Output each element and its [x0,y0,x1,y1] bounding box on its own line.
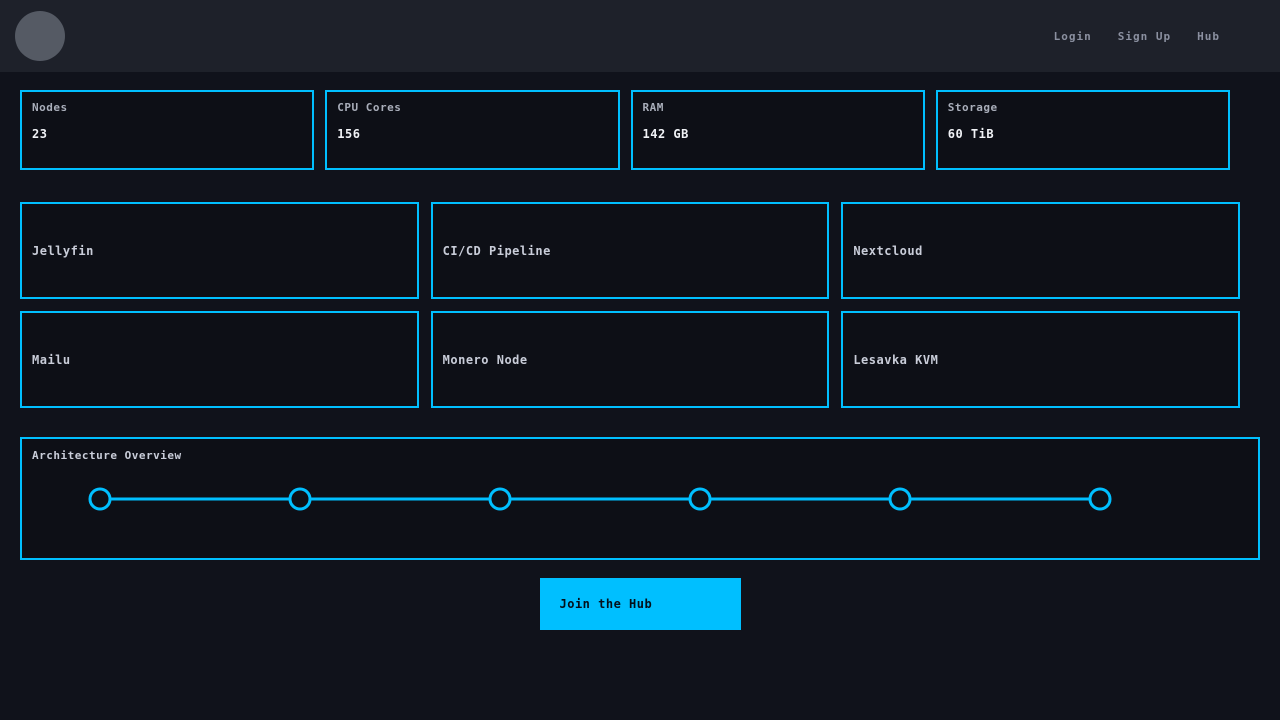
architecture-node-icon [688,487,712,511]
stat-card: Nodes 23 [20,90,315,170]
service-name: Mailu [32,352,71,367]
service-card[interactable]: Mailu [20,311,419,408]
service-name: Monero Node [442,352,528,367]
architecture-node-icon [1088,487,1112,511]
service-card[interactable]: CI/CD Pipeline [430,202,830,299]
nav-links: Login Sign Up Hub [1054,30,1220,43]
architecture-node-icon [488,487,512,511]
services-grid: Jellyfin CI/CD Pipeline Nextcloud Mailu … [20,202,1240,408]
architecture-node-icon [888,487,912,511]
cta-row: Join the Hub [0,560,1280,630]
service-name: Jellyfin [32,243,94,258]
architecture-overview-card: Architecture Overview [20,437,1260,560]
architecture-overview-title: Architecture Overview [32,449,182,462]
stat-card: CPU Cores 156 [325,90,620,170]
stat-value: 60 TiB [947,127,995,141]
stat-label: Storage [947,101,998,114]
architecture-node-icon [88,487,112,511]
stat-value: 156 [337,127,361,141]
stat-value: 23 [32,127,48,141]
service-name: Nextcloud [853,243,923,258]
stat-label: RAM [642,101,664,114]
architecture-node-icon [288,487,312,511]
service-name: Lesavka KVM [853,352,939,367]
nav-link[interactable]: Sign Up [1117,29,1172,43]
service-name: CI/CD Pipeline [442,243,551,258]
avatar[interactable] [15,11,65,61]
navbar: Login Sign Up Hub [0,0,1280,72]
join-hub-button[interactable]: Join the Hub [539,578,741,630]
stat-card: Storage 60 TiB [935,90,1230,170]
service-card[interactable]: Lesavka KVM [841,311,1240,408]
stats-grid: Nodes 23 CPU Cores 156 RAM 142 GB Storag… [20,90,1230,170]
service-card[interactable]: Nextcloud [841,202,1240,299]
stat-card: RAM 142 GB [630,90,925,170]
nav-link[interactable]: Hub [1197,29,1220,43]
service-card[interactable]: Jellyfin [20,202,419,299]
stat-label: Nodes [32,101,68,114]
nav-link[interactable]: Login [1053,29,1092,43]
architecture-diagram [88,487,1112,511]
stat-value: 142 GB [642,127,689,141]
stat-label: CPU Cores [337,101,402,114]
service-card[interactable]: Monero Node [430,311,830,408]
